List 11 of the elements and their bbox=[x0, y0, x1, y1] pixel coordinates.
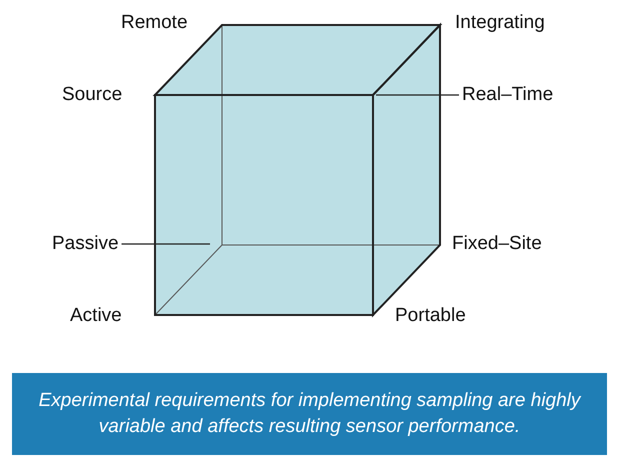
corner-label: Portable bbox=[395, 305, 466, 327]
leader-line bbox=[122, 243, 210, 245]
corner-label: Fixed–Site bbox=[452, 233, 542, 255]
leader-line bbox=[376, 94, 459, 96]
corner-label: Source bbox=[62, 84, 122, 106]
caption-banner: Experimental requirements for implementing sampling are highly variable and affects resulting sensor performance. bbox=[12, 373, 607, 455]
corner-label: Integrating bbox=[455, 12, 545, 34]
corner-label: Remote bbox=[121, 12, 188, 34]
corner-label: Real–Time bbox=[462, 84, 554, 106]
corner-label: Active bbox=[70, 305, 122, 327]
corner-label: Passive bbox=[52, 233, 119, 255]
